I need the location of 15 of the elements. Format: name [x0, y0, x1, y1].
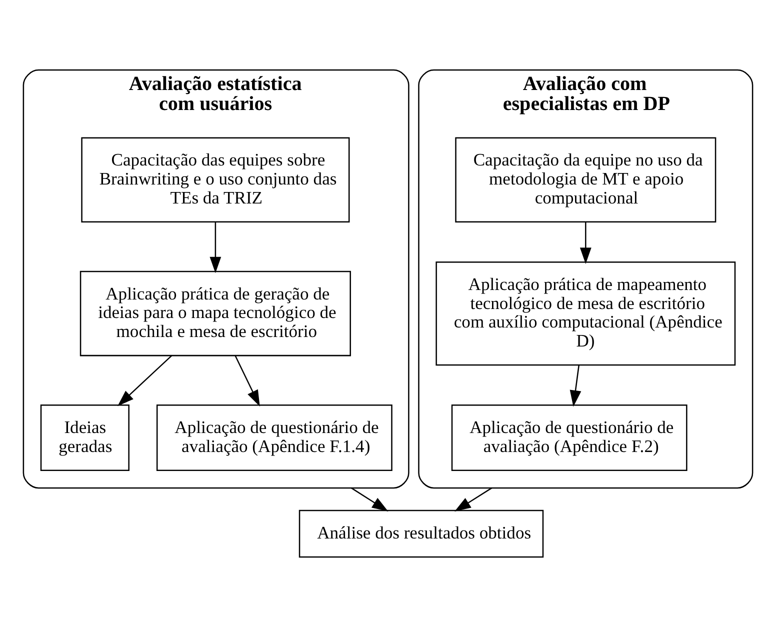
arrow — [350, 487, 388, 512]
arrow — [570, 364, 582, 407]
arrow — [118, 355, 172, 406]
arrow — [454, 487, 492, 512]
node-box: Análise dos resultados obtidos — [298, 510, 544, 558]
node-box: Aplicação prática de geração de ideias para o mapa tecnológico de mochila e mesa de escritório — [80, 270, 351, 356]
node-box: Capacitação da equipe no uso da metodologia de MT e apoio computacional — [455, 137, 716, 223]
node-box: Aplicação de questionário de avaliação (Apêndice F.2) — [451, 404, 688, 472]
node-box: Aplicação prática de mapeamento tecnológico de mesa de escritório com auxílio computacional (Apêndice D) — [436, 261, 736, 366]
arrow — [234, 355, 260, 406]
arrow — [210, 222, 222, 274]
node-box: Capacitação das equipes sobre Brainwriting e o uso conjunto das TEs da TRIZ — [81, 137, 350, 223]
node-box: Ideias geradas — [40, 404, 130, 472]
arrow — [580, 222, 592, 264]
node-box: Aplicação de questionário de avaliação (Apêndice F.1.4) — [156, 404, 392, 472]
